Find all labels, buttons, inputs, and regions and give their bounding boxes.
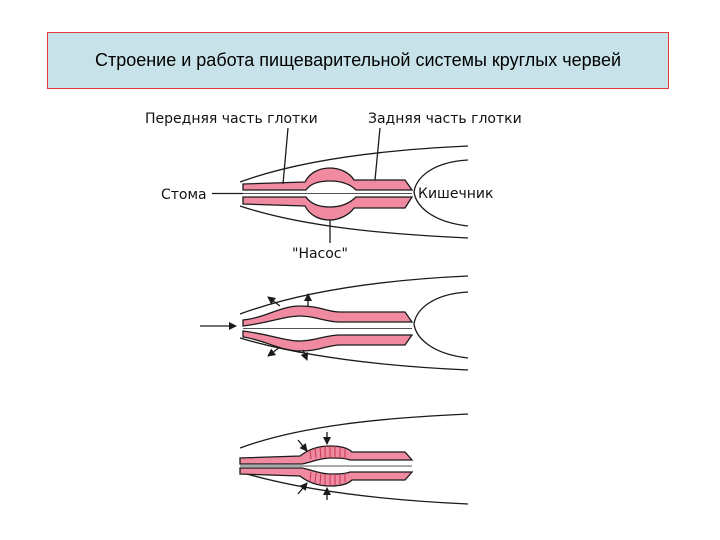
pharynx-lower (242, 196, 414, 221)
intestine-outline (413, 291, 469, 359)
pharynx-upper (242, 305, 414, 327)
body-outline (239, 413, 469, 505)
intestine-outline (413, 159, 469, 227)
pharynx-upper (242, 167, 414, 191)
body-outline (239, 145, 469, 239)
label-intestine: Кишечник (418, 186, 493, 202)
slide-title: Строение и работа пищеварительной систем… (94, 50, 622, 70)
label-anterior-pharynx: Передняя часть глотки (145, 111, 318, 127)
pharynx-lower (242, 330, 414, 352)
title-box: Строение и работа пищеварительной систем… (47, 32, 669, 89)
body-outline (239, 275, 469, 371)
label-pump: "Насос" (292, 246, 348, 262)
panel-suction (200, 275, 469, 371)
pharynx-lower (239, 467, 414, 487)
label-posterior-pharynx: Задняя часть глотки (368, 111, 522, 127)
muscle-striations (309, 446, 346, 486)
panel-pumping (239, 413, 469, 505)
pharynx-upper (239, 445, 414, 465)
panel-resting (212, 127, 469, 243)
label-stoma: Стома (161, 187, 207, 203)
